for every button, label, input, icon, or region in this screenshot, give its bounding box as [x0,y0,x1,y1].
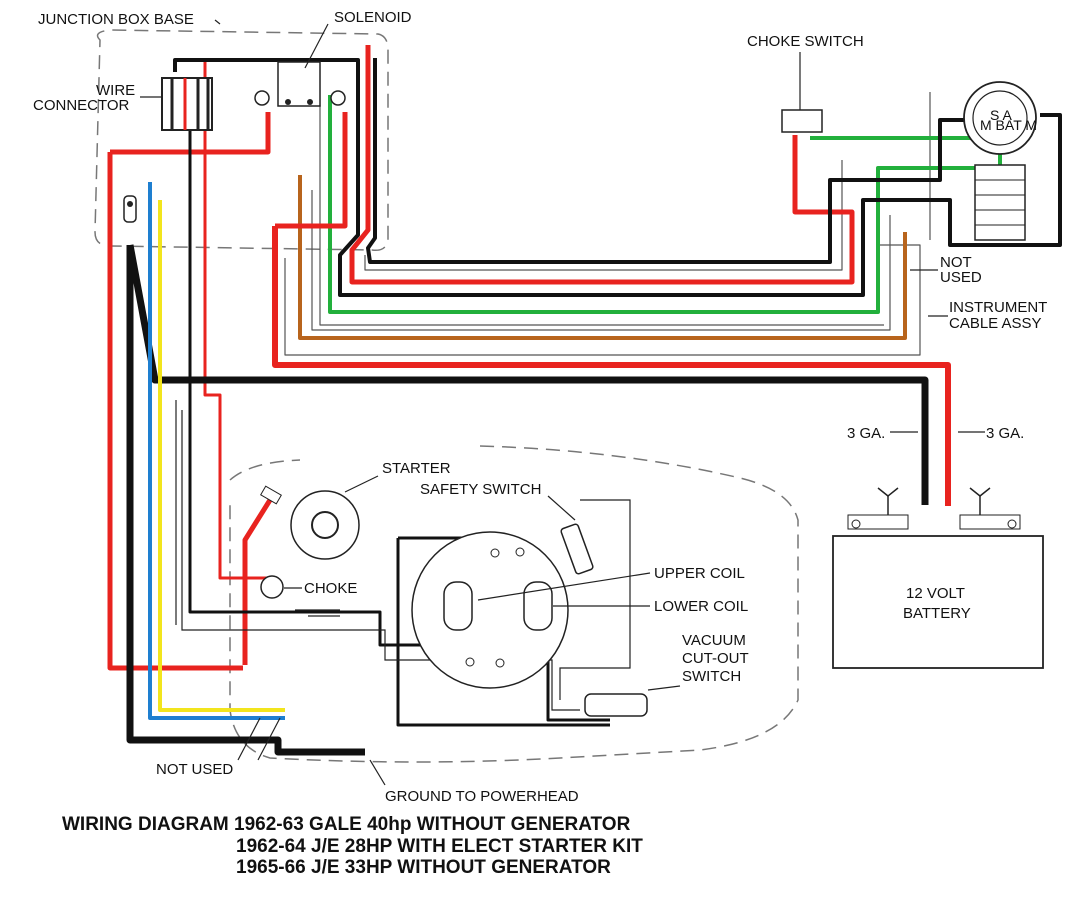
ignition-key-switch: S A M BAT M [963,81,1037,241]
switch-label: SWITCH [682,668,741,685]
ground-terminal [123,195,137,223]
wire-label: WIRE [96,82,135,99]
title-line1: WIRING DIAGRAM 1962-63 GALE 40hp WITHOUT… [62,814,631,835]
choke-switch [781,52,823,133]
ga-right-label: 3 GA. [986,425,1024,442]
magneto [411,531,651,689]
key-switch-marks: S A [990,107,1012,123]
vacuum-label: VACUUM [682,632,746,649]
leader-lines [140,19,985,786]
instrument-label: INSTRUMENT [949,299,1047,316]
battery [832,487,1044,669]
safety-switch-label: SAFETY SWITCH [420,481,541,498]
red-wires [107,45,951,671]
solenoid [254,61,346,107]
engine-outline [229,445,799,763]
upper-coil [443,581,473,631]
not-label: NOT [940,254,972,271]
solenoid-label: SOLENOID [334,9,412,26]
title-line2: 1962-64 J/E 28HP WITH ELECT STARTER KIT [236,836,643,857]
choke-label: CHOKE [304,580,357,597]
green-wire [328,95,1002,314]
battery-label-line2: BATTERY [903,605,971,622]
not-used-bottom-label: NOT USED [156,761,233,778]
junction-box-base-label: JUNCTION BOX BASE [38,11,194,28]
title-line3: 1965-66 J/E 33HP WITHOUT GENERATOR [236,857,611,878]
key-switch-marks2: M BAT M [980,117,1037,133]
engine-thin-wires [175,400,631,711]
choke-switch-label: CHOKE SWITCH [747,33,864,50]
black-wires [126,58,1062,756]
cut-out-label: CUT-OUT [682,650,749,667]
wire-connector [161,77,213,131]
starter [260,475,379,560]
blue-wire [148,182,285,720]
choke [260,575,302,599]
cable-assy-label: CABLE ASSY [949,315,1042,332]
starter-label: STARTER [382,460,451,477]
brown-wire [298,175,907,340]
yellow-wire [158,200,285,712]
connector-label: CONNECTOR [33,97,130,114]
lower-coil-label: LOWER COIL [654,598,748,615]
safety-switch [547,495,594,575]
ground-label: GROUND TO POWERHEAD [385,788,579,805]
junction-box-outline [94,29,389,252]
lower-coil [523,581,553,631]
instrument-cable-white-wires [284,92,931,356]
ga-left-label: 3 GA. [847,425,885,442]
used-label: USED [940,269,982,286]
upper-coil-label: UPPER COIL [654,565,745,582]
battery-label-line1: 12 VOLT [906,585,965,602]
vacuum-cutout-switch [584,685,681,717]
